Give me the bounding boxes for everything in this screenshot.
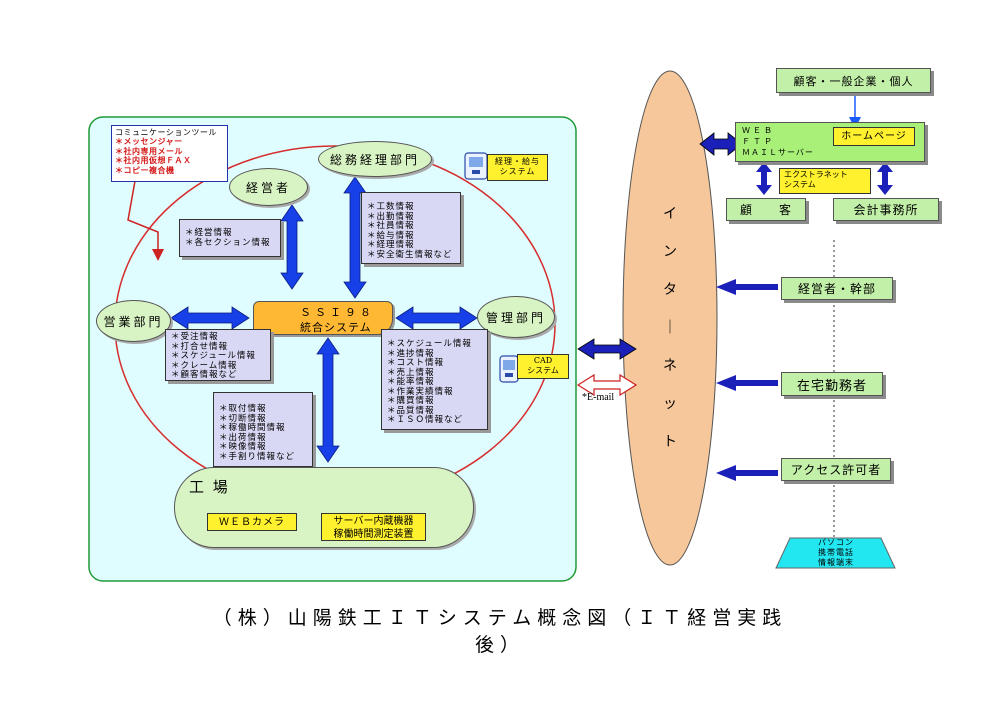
comm-tools-item: ＊メッセンジャー bbox=[115, 136, 183, 147]
note-kanri: ＊スケジュール情報 ＊進捗情報 ＊コスト情報 ＊売上情報 ＊能率情報 ＊作業実績… bbox=[381, 329, 488, 430]
link-panel-internet bbox=[577, 338, 637, 360]
email-arrow bbox=[576, 373, 638, 397]
server-line: ＷＥＢ bbox=[742, 126, 775, 135]
computer-icon bbox=[464, 152, 488, 180]
comm-tools-item: ＊社内専用メール bbox=[115, 145, 183, 156]
customers-general-box: 顧客・一般企業・個人 bbox=[776, 68, 931, 93]
arrow-access bbox=[716, 465, 778, 481]
server-device-line1: サーバー内蔵機器 bbox=[333, 516, 414, 527]
devices-line: 携帯電話 bbox=[818, 548, 854, 557]
internet-char: イ bbox=[663, 206, 677, 222]
web-camera-label: ＷＥＢカメラ bbox=[207, 513, 297, 531]
access-box: アクセス許可者 bbox=[781, 458, 891, 481]
executives-box: 経営者・幹部 bbox=[781, 277, 893, 300]
internet-char: タ bbox=[663, 282, 677, 298]
internet-char: ｜ bbox=[663, 320, 677, 336]
computer-icon bbox=[499, 355, 519, 383]
link-server-accounting bbox=[877, 162, 893, 195]
server-line: ＭＡＩＬサーバー bbox=[742, 148, 814, 157]
link-keieisha bbox=[280, 204, 304, 290]
ss198-line2: 統合システム bbox=[300, 321, 372, 334]
node-keieisha: 経営者 bbox=[229, 168, 308, 206]
internet-ellipse bbox=[622, 70, 718, 566]
ss198-line1: ＳＳＩ９８ bbox=[300, 306, 375, 319]
note-eigyo: ＊受注情報 ＊打合せ情報 ＊スケジュール情報 ＊クレーム情報 ＊顧客情報など bbox=[165, 329, 271, 381]
arrow-home-worker bbox=[716, 375, 778, 391]
note-soumu: ＊工数情報 ＊出勤情報 ＊社員情報 ＊給与情報 ＊経理情報 ＊安全衛生情報など bbox=[361, 192, 461, 264]
soumu-system-label: 経理・給与 システム bbox=[487, 154, 548, 181]
internet-label: イ ン タ ｜ ネ ッ ト bbox=[656, 203, 684, 469]
server-line: ＦＴＰ bbox=[742, 137, 775, 146]
devices-trapezoid bbox=[775, 537, 896, 569]
page-title: （株）山陽鉄工ＩＴシステム概念図（ＩＴ経営実践後） bbox=[212, 607, 788, 656]
server-device-label: サーバー内蔵機器 稼働時間測定装置 bbox=[321, 513, 426, 541]
kojo-label: 工 場 bbox=[189, 478, 230, 496]
internet-char: ン bbox=[663, 244, 677, 260]
arrow-executives bbox=[716, 279, 778, 295]
node-soumu: 総務経理部門 bbox=[318, 141, 432, 177]
internet-char: ッ bbox=[663, 396, 677, 412]
comm-tools-item: ＊社内用仮想ＦＡＸ bbox=[115, 155, 192, 166]
devices-line: 情報端末 bbox=[818, 558, 854, 567]
home-worker-box: 在宅勤務者 bbox=[781, 372, 883, 396]
comm-tools-title: コミュニケーションツール bbox=[115, 128, 217, 137]
comm-tools-item: ＊コピー複合機 bbox=[115, 164, 175, 175]
node-kanri: 管理部門 bbox=[477, 296, 555, 338]
node-eigyo: 営業部門 bbox=[96, 300, 171, 342]
note-keiei: ＊経営情報 ＊各セクション情報 bbox=[179, 219, 281, 257]
customer-box: 顧 客 bbox=[726, 198, 806, 221]
internet-char: ネ bbox=[663, 358, 677, 374]
comm-tools-box: コミュニケーションツール ＊メッセンジャー ＊社内専用メール ＊社内用仮想ＦＡＸ… bbox=[111, 125, 228, 182]
email-label: *E-mail bbox=[582, 392, 615, 403]
note-kojo: ＊取付情報 ＊切断情報 ＊稼働時間情報 ＊出荷情報 ＊映像情報 ＊手割り情報など bbox=[213, 392, 313, 467]
extranet-label: エクストラネット システム bbox=[779, 168, 871, 194]
link-server-customer bbox=[756, 162, 772, 195]
server-device-line2: 稼働時間測定装置 bbox=[333, 529, 414, 540]
homepage-label: ホームページ bbox=[833, 127, 915, 146]
ss198-system: ＳＳＩ９８ 統合システム bbox=[253, 301, 393, 335]
link-kojo bbox=[316, 337, 340, 463]
cad-system-label: CAD システム bbox=[517, 354, 569, 379]
server-box: ＷＥＢ ＦＴＰ ＭＡＩＬサーバー ホームページ bbox=[735, 122, 925, 162]
comm-tools-arrow bbox=[127, 180, 164, 261]
devices-label: パソコン 携帯電話 情報端末 bbox=[790, 538, 882, 568]
accounting-box: 会計事務所 bbox=[833, 198, 939, 221]
devices-line: パソコン bbox=[818, 538, 854, 547]
link-eigyo bbox=[170, 306, 250, 330]
internet-char: ト bbox=[663, 434, 677, 450]
